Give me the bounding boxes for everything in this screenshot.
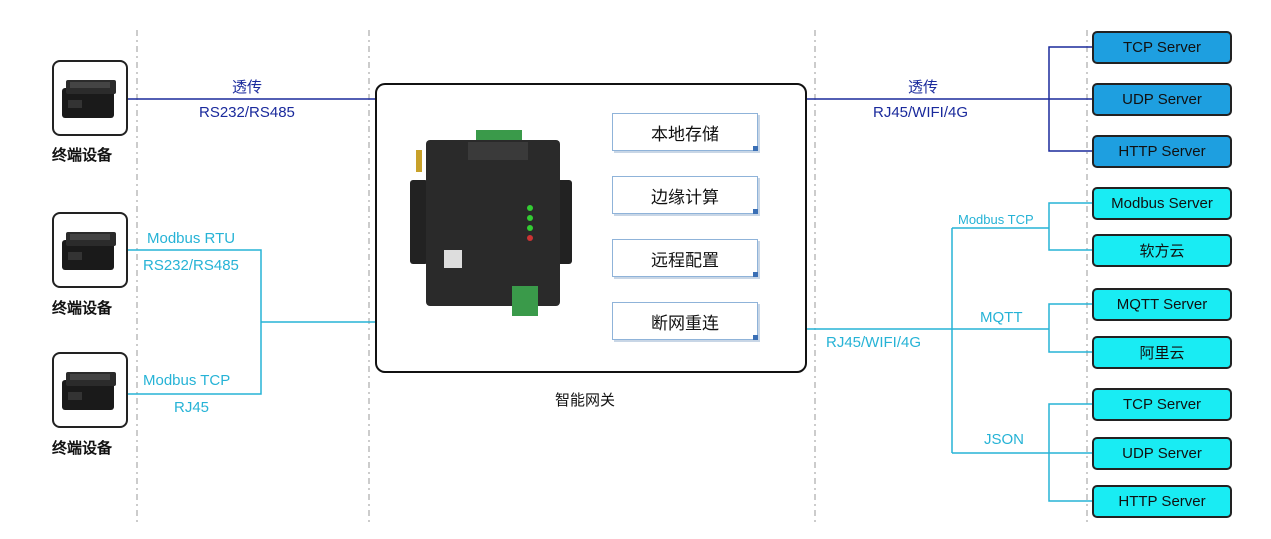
server-mqtt: MQTT Server: [1092, 288, 1232, 321]
link-right-protocols: [807, 202, 1092, 502]
plc-device-icon: [62, 80, 116, 118]
feature-local-storage: 本地存储: [612, 113, 758, 151]
gateway-label: 智能网关: [555, 392, 616, 409]
right-bottom-link-interface: RJ45/WIFI/4G: [826, 334, 922, 351]
terminal-device-1: [52, 60, 128, 136]
feature-remote-config: 远程配置: [612, 239, 758, 277]
protocol-mqtt: MQTT: [980, 309, 1023, 326]
protocol-json: JSON: [984, 431, 1025, 448]
server-tcp-json: TCP Server: [1092, 388, 1232, 421]
server-http-transparent: HTTP Server: [1092, 135, 1232, 168]
server-tcp-transparent: TCP Server: [1092, 31, 1232, 64]
server-ruanfang-cloud: 软方云: [1092, 234, 1232, 267]
protocol-modbus-tcp: Modbus TCP: [958, 212, 1034, 227]
server-http-json: HTTP Server: [1092, 485, 1232, 518]
plc-device-icon: [62, 232, 116, 270]
left-bottom-link-interface: RJ45: [174, 399, 210, 416]
terminal-device-2: [52, 212, 128, 288]
column-separators: [136, 30, 1088, 525]
link-right-transparent: [807, 46, 1092, 152]
server-udp-json: UDP Server: [1092, 437, 1232, 470]
left-top-link-interface: RS232/RS485: [199, 104, 295, 121]
server-udp-transparent: UDP Server: [1092, 83, 1232, 116]
right-top-link-interface: RJ45/WIFI/4G: [873, 104, 969, 121]
link-left-modbus: [128, 249, 375, 395]
server-aliyun: 阿里云: [1092, 336, 1232, 369]
terminal-device-2-label: 终端设备: [52, 300, 113, 317]
plc-device-icon: [62, 372, 116, 410]
terminal-device-1-label: 终端设备: [52, 147, 113, 164]
left-middle-link-interface: RS232/RS485: [143, 257, 239, 274]
terminal-device-3: [52, 352, 128, 428]
gateway-device-icon: [410, 130, 572, 316]
right-top-link-mode: 透传: [908, 79, 939, 96]
left-bottom-link-protocol: Modbus TCP: [143, 372, 231, 389]
terminal-device-3-label: 终端设备: [52, 440, 113, 457]
left-top-link-mode: 透传: [232, 79, 263, 96]
feature-edge-computing: 边缘计算: [612, 176, 758, 214]
server-modbus: Modbus Server: [1092, 187, 1232, 220]
feature-reconnect: 断网重连: [612, 302, 758, 340]
left-middle-link-protocol: Modbus RTU: [147, 230, 236, 247]
